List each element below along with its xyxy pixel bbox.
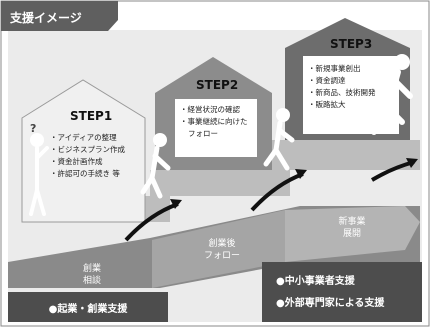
step1-item: ・アイディアの整理: [50, 132, 117, 142]
step3-label: STEP3: [330, 37, 372, 51]
curved-up-arrow-icon: [250, 169, 307, 212]
diagram-title: 支援イメージ: [9, 10, 82, 25]
running-person-icon: [371, 54, 413, 135]
thinking-person-icon: [29, 133, 49, 216]
step2-item: ・経営状況の確認: [180, 104, 240, 114]
step1-house: [21, 79, 146, 223]
question-mark-icon: ?: [30, 122, 36, 135]
climbing-person-icon: [140, 133, 171, 199]
step1-item: ・許認可の手続き 等: [50, 168, 120, 178]
step2-item: フォロー: [188, 129, 218, 138]
climbing-person-icon: [263, 108, 295, 171]
phase-label: 創業後: [208, 237, 235, 249]
step2-label: STEP2: [196, 78, 238, 92]
phase-label: 創業: [83, 262, 101, 274]
phase-label: 新事業: [338, 215, 365, 227]
phase-label: 相談: [83, 274, 101, 286]
phase-arrow-2: [152, 210, 298, 288]
curved-up-arrow-icon: [124, 199, 182, 242]
phase-arrow-3: [285, 206, 420, 262]
support-left-box: [8, 292, 168, 322]
phase-label: フォロー: [204, 251, 240, 261]
step3-item: ・新商品、技術開発: [308, 87, 376, 97]
title-tab: [1, 1, 118, 31]
step1-item: ・資金計画作成: [50, 156, 103, 166]
step1-item: ・ビジネスプラン作成: [50, 144, 125, 154]
step2-item: ・事業継続に向けた: [180, 116, 248, 126]
step3-item: ・販路拡大: [308, 99, 346, 109]
step2-box: [175, 99, 257, 157]
step3-item: ・新規事業創出: [308, 63, 361, 73]
curved-up-arrow-icon: [370, 158, 418, 182]
phase-label: 展開: [343, 228, 361, 239]
support-founding: ●起業・創業支援: [49, 302, 129, 315]
step3-item: ・資金調達: [308, 75, 346, 85]
step1-label: STEP1: [70, 109, 112, 123]
support-sme: ●中小事業者支援: [276, 274, 356, 287]
support-external-experts: ●外部専門家による支援: [276, 296, 385, 309]
support-right-box: [262, 262, 422, 322]
